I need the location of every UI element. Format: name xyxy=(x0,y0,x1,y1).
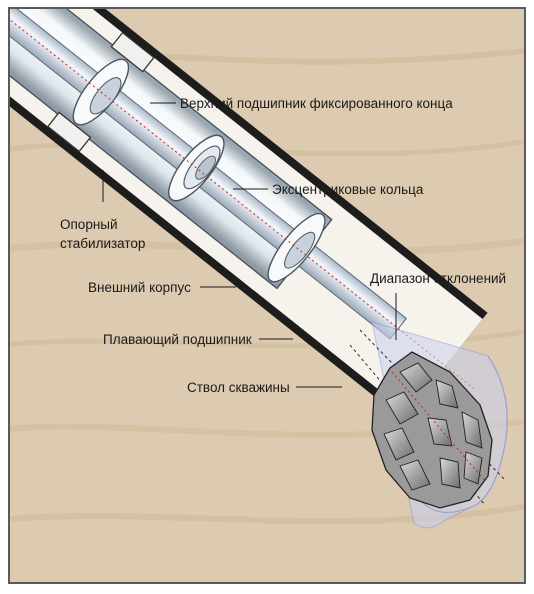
bit-blade xyxy=(440,458,460,488)
label-outer-housing: Внешний корпус xyxy=(88,280,191,295)
label-upper-bearing: Верхний подшипник фиксированного конца xyxy=(180,96,453,111)
label-support-stabilizer-line1: Опорный xyxy=(60,217,118,232)
label-deflection-range: Диапазон отклонений xyxy=(370,271,506,286)
label-floating-bearing: Плавающий подшипник xyxy=(103,332,252,347)
label-eccentric-rings: Эксцентриковые кольца xyxy=(272,182,424,197)
label-wellbore: Ствол скважины xyxy=(187,380,290,395)
label-support-stabilizer-line2: стабилизатор xyxy=(60,236,145,251)
